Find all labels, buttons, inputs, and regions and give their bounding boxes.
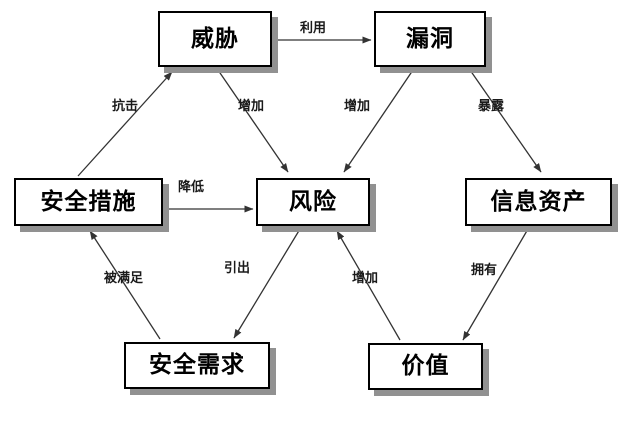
node-threat[interactable]: 威胁 bbox=[158, 11, 272, 67]
edge-value-increases-risk bbox=[336, 230, 401, 341]
node-safeguard[interactable]: 安全措施 bbox=[14, 178, 163, 226]
node-vulnerability[interactable]: 漏洞 bbox=[374, 11, 486, 67]
edge-label-vulnerability-increases: 增加 bbox=[344, 99, 371, 114]
edge-label-owns: 拥有 bbox=[471, 263, 498, 278]
node-vulnerability-label: 漏洞 bbox=[406, 25, 454, 52]
edge-threat-increases-risk bbox=[217, 69, 289, 173]
edge-requirement-satisfied-by-safeguard bbox=[89, 230, 161, 340]
edge-label-value-increases: 增加 bbox=[352, 271, 379, 286]
node-risk-label: 风险 bbox=[289, 188, 337, 215]
node-value[interactable]: 价值 bbox=[368, 343, 483, 390]
node-requirement-label: 安全需求 bbox=[149, 352, 245, 378]
edge-vulnerability-increases-risk bbox=[343, 69, 414, 173]
edge-label-satisfied: 被满足 bbox=[104, 271, 144, 286]
edge-label-derives: 引出 bbox=[224, 261, 251, 276]
node-safeguard-label: 安全措施 bbox=[40, 188, 137, 215]
node-threat-label: 威胁 bbox=[191, 25, 239, 52]
edge-safeguard-counters-threat bbox=[77, 71, 173, 177]
node-value-label: 价值 bbox=[401, 353, 450, 379]
edge-label-counters: 抗击 bbox=[112, 99, 139, 114]
edge-asset-owns-value bbox=[462, 228, 529, 341]
edge-label-reduces: 降低 bbox=[178, 180, 205, 195]
node-asset-label: 信息资产 bbox=[490, 188, 587, 215]
node-asset[interactable]: 信息资产 bbox=[465, 178, 612, 226]
edge-vulnerability-exposes-asset bbox=[469, 69, 542, 173]
node-risk[interactable]: 风险 bbox=[256, 178, 370, 226]
edge-risk-derives-requirement bbox=[233, 228, 301, 339]
edge-label-exposes: 暴露 bbox=[478, 99, 505, 114]
edge-label-threat-increases: 增加 bbox=[238, 99, 265, 114]
edge-label-exploits: 利用 bbox=[300, 21, 327, 36]
node-requirement[interactable]: 安全需求 bbox=[124, 342, 270, 389]
